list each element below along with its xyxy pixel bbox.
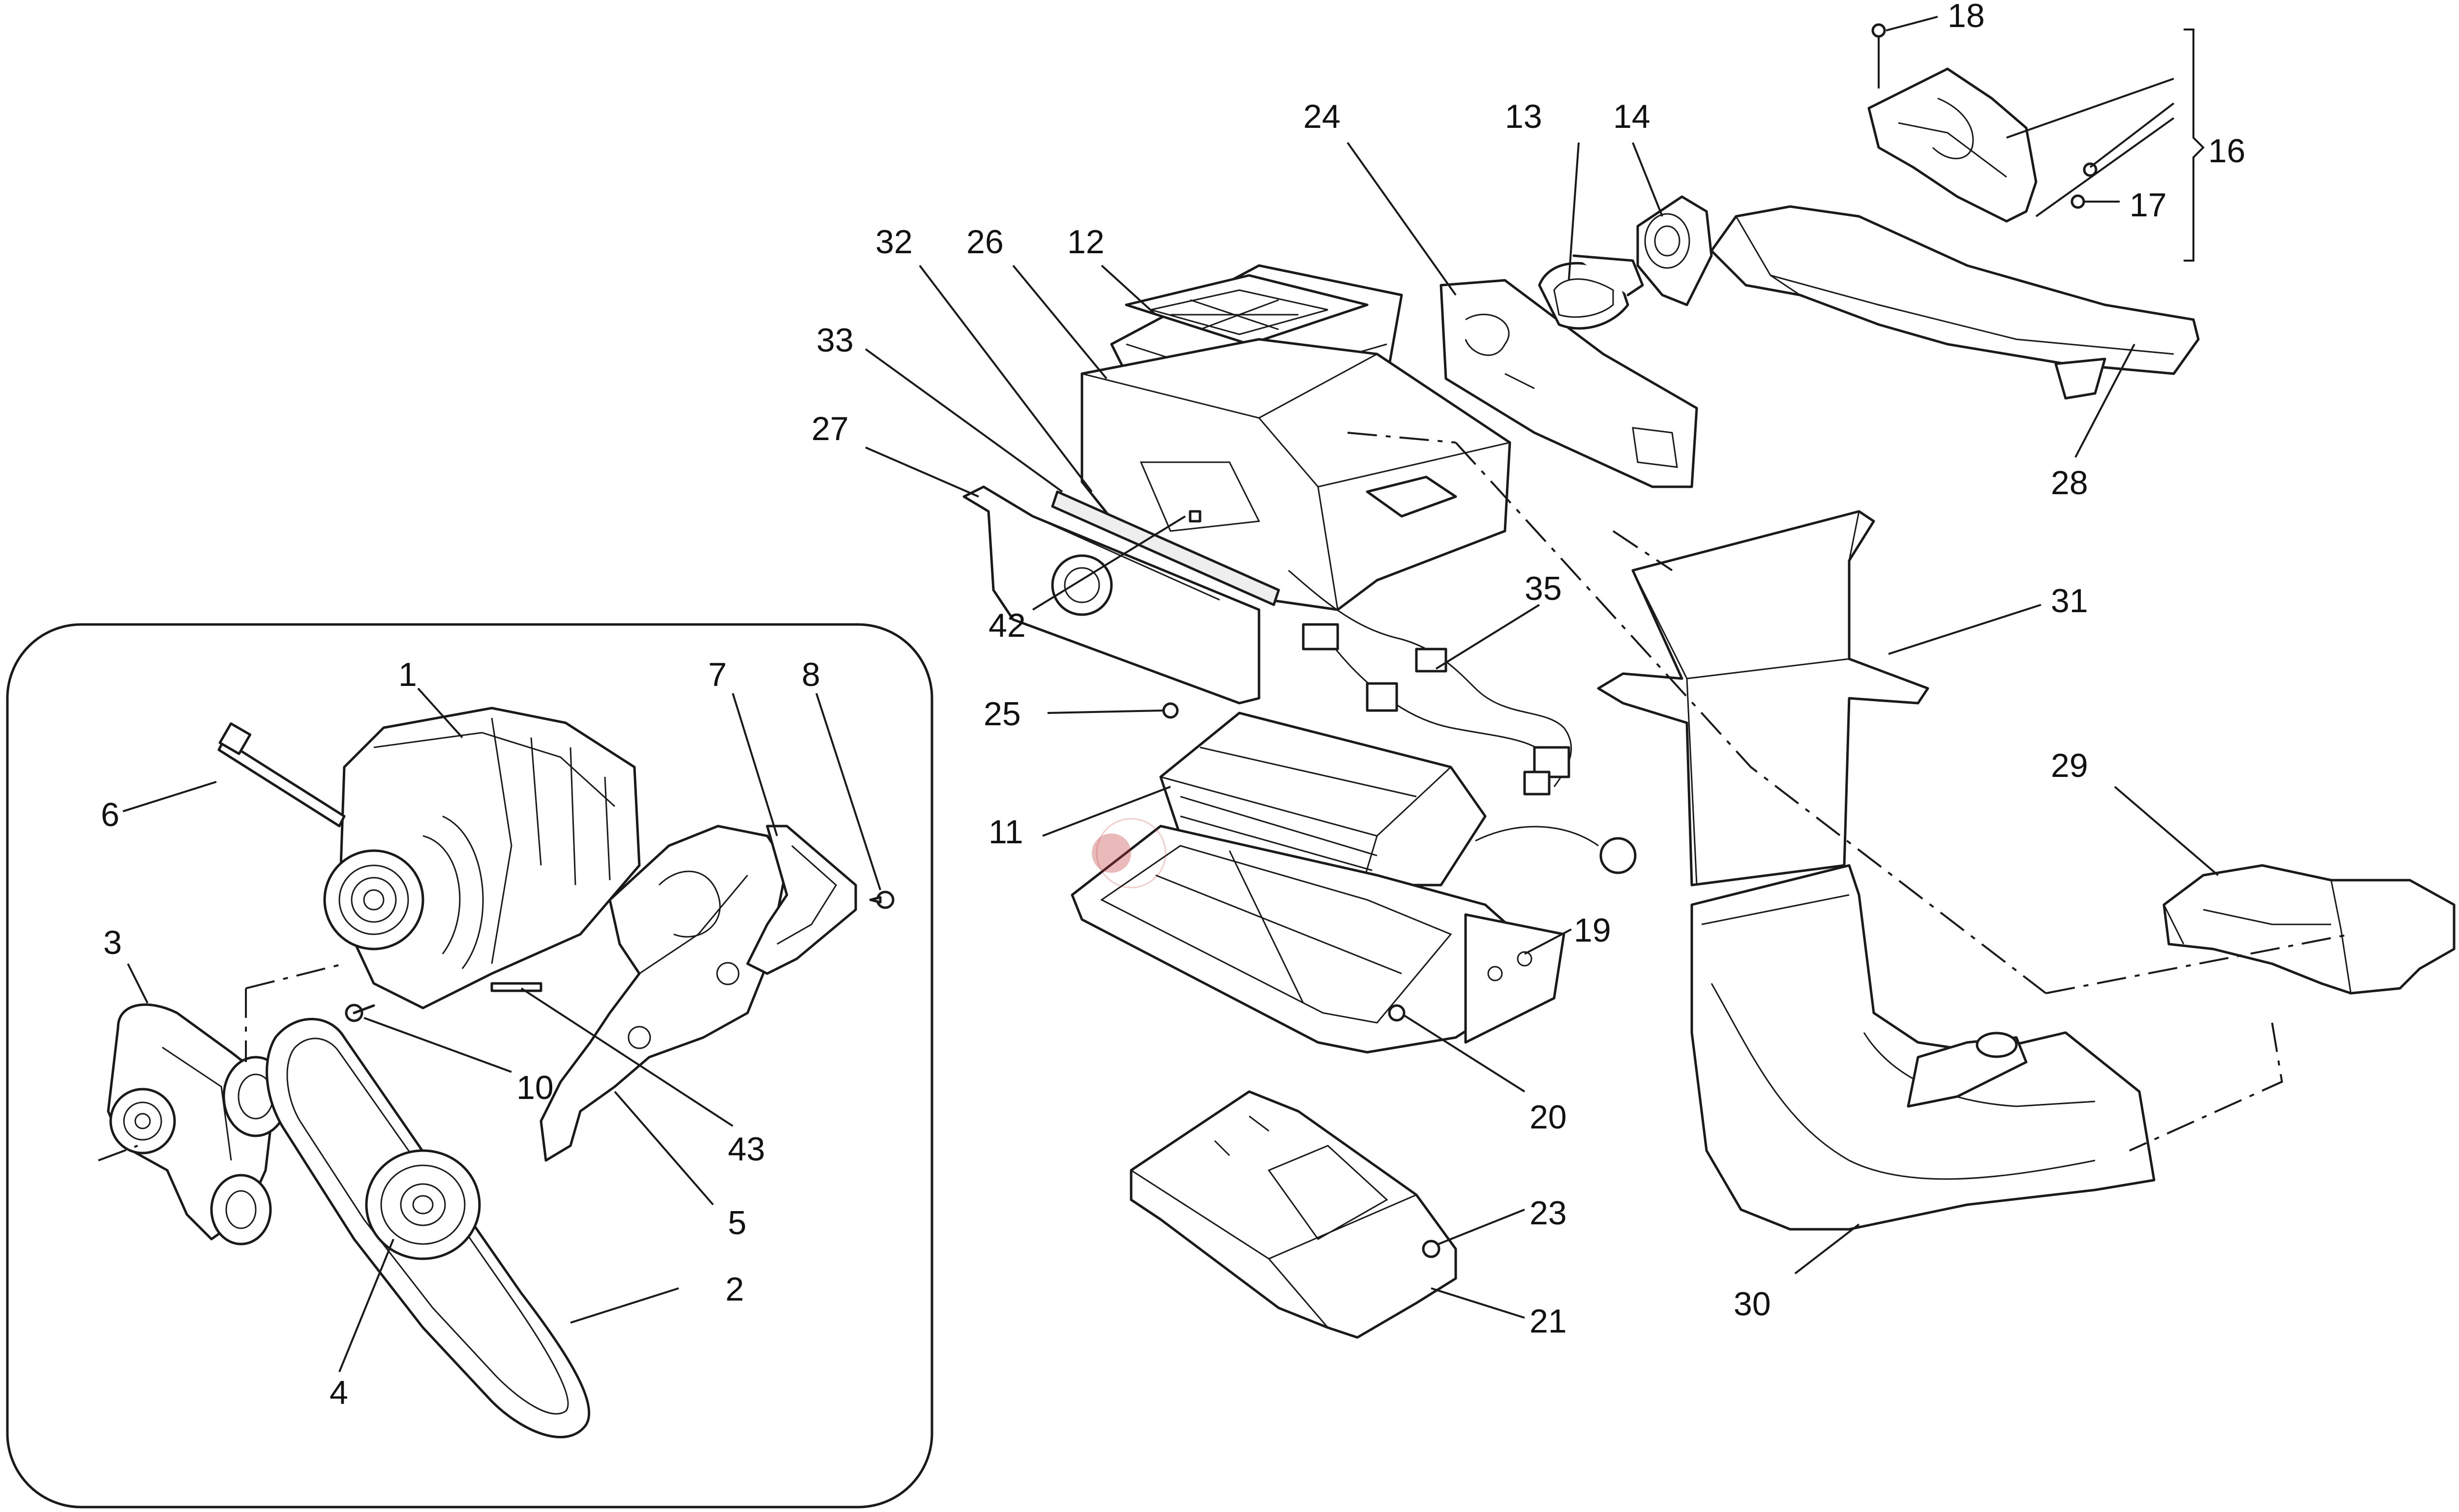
- part-18-screw: [1871, 23, 1886, 89]
- part-6-bolt: [217, 722, 346, 828]
- callout-35: 35: [1525, 570, 1562, 607]
- callout-17: 17: [2129, 186, 2167, 224]
- callout-31: 31: [2051, 582, 2088, 620]
- part-23-bolt: [1422, 1240, 1440, 1258]
- callout-32: 32: [875, 223, 913, 261]
- callout-25: 25: [984, 695, 1021, 733]
- part-28-air-duct: [1710, 205, 2200, 400]
- part-35-harness: [1288, 569, 1572, 796]
- callout-29: 29: [2051, 747, 2088, 784]
- part-20-bolt: [1388, 1004, 1406, 1022]
- callout-11: 11: [989, 813, 1023, 851]
- callout-42: 42: [989, 607, 1026, 644]
- part-24-panel: [1439, 279, 1698, 488]
- part-21-skid-plate: [1130, 1090, 1457, 1339]
- part-17-screw: [2070, 162, 2098, 209]
- callout-33: 33: [816, 322, 854, 359]
- part-43-stud: [490, 982, 542, 992]
- callout-26: 26: [966, 223, 1004, 261]
- callout-24: 24: [1303, 98, 1341, 135]
- part-42-clip: [1189, 510, 1201, 523]
- callout-13: 13: [1505, 98, 1542, 135]
- callout-6: 6: [101, 796, 120, 833]
- callout-7: 7: [708, 656, 727, 693]
- callout-43: 43: [728, 1130, 765, 1168]
- part-31-riser-duct: [1597, 510, 1929, 887]
- callout-10: 10: [516, 1069, 554, 1106]
- part-7-bracket: [746, 825, 857, 975]
- part-3-tensioner: [107, 1003, 289, 1245]
- leader-lines: [122, 16, 2219, 1372]
- callout-21: 21: [1529, 1303, 1567, 1340]
- part-4-idler-pulley: [365, 1149, 481, 1260]
- part-1-alternator: [323, 707, 641, 1009]
- callout-30: 30: [1734, 1285, 1771, 1323]
- callout-19: 19: [1574, 912, 1611, 949]
- callout-2: 2: [725, 1271, 744, 1308]
- part-25-bolt: [1162, 702, 1179, 719]
- part-8-bolt: [869, 890, 895, 909]
- part-11-battery-pack: [1159, 712, 1637, 887]
- callout-18: 18: [1948, 0, 1985, 34]
- part-14-duct-flange: [1636, 195, 1713, 306]
- part-5-bracket: [540, 825, 788, 1162]
- callout-20: 20: [1529, 1098, 1567, 1136]
- callout-14: 14: [1613, 98, 1650, 135]
- callout-1: 1: [398, 656, 417, 693]
- callout-3: 3: [103, 924, 122, 961]
- alternator-inset-frame: [6, 623, 933, 1509]
- part-10-bolt: [345, 1004, 375, 1022]
- callout-28: 28: [2051, 464, 2088, 502]
- callout-23: 23: [1529, 1194, 1567, 1232]
- part-33-strip: [1051, 490, 1280, 606]
- callout-27: 27: [811, 410, 849, 447]
- part-30-lower-duct: [1690, 864, 2156, 1231]
- callout-4: 4: [330, 1374, 348, 1411]
- watermark-logo-icon: [1092, 818, 1167, 889]
- part-16-bracket-assembly: [1867, 67, 2038, 223]
- part-29-elbow-duct: [2162, 864, 2456, 995]
- callout-12: 12: [1067, 223, 1105, 261]
- callout-5: 5: [728, 1204, 747, 1242]
- part-26-battery-housing: [1080, 338, 1511, 611]
- callout-8: 8: [802, 656, 820, 693]
- part-13-duct-adapter: [1538, 254, 1644, 330]
- callout-16: 16: [2208, 132, 2246, 170]
